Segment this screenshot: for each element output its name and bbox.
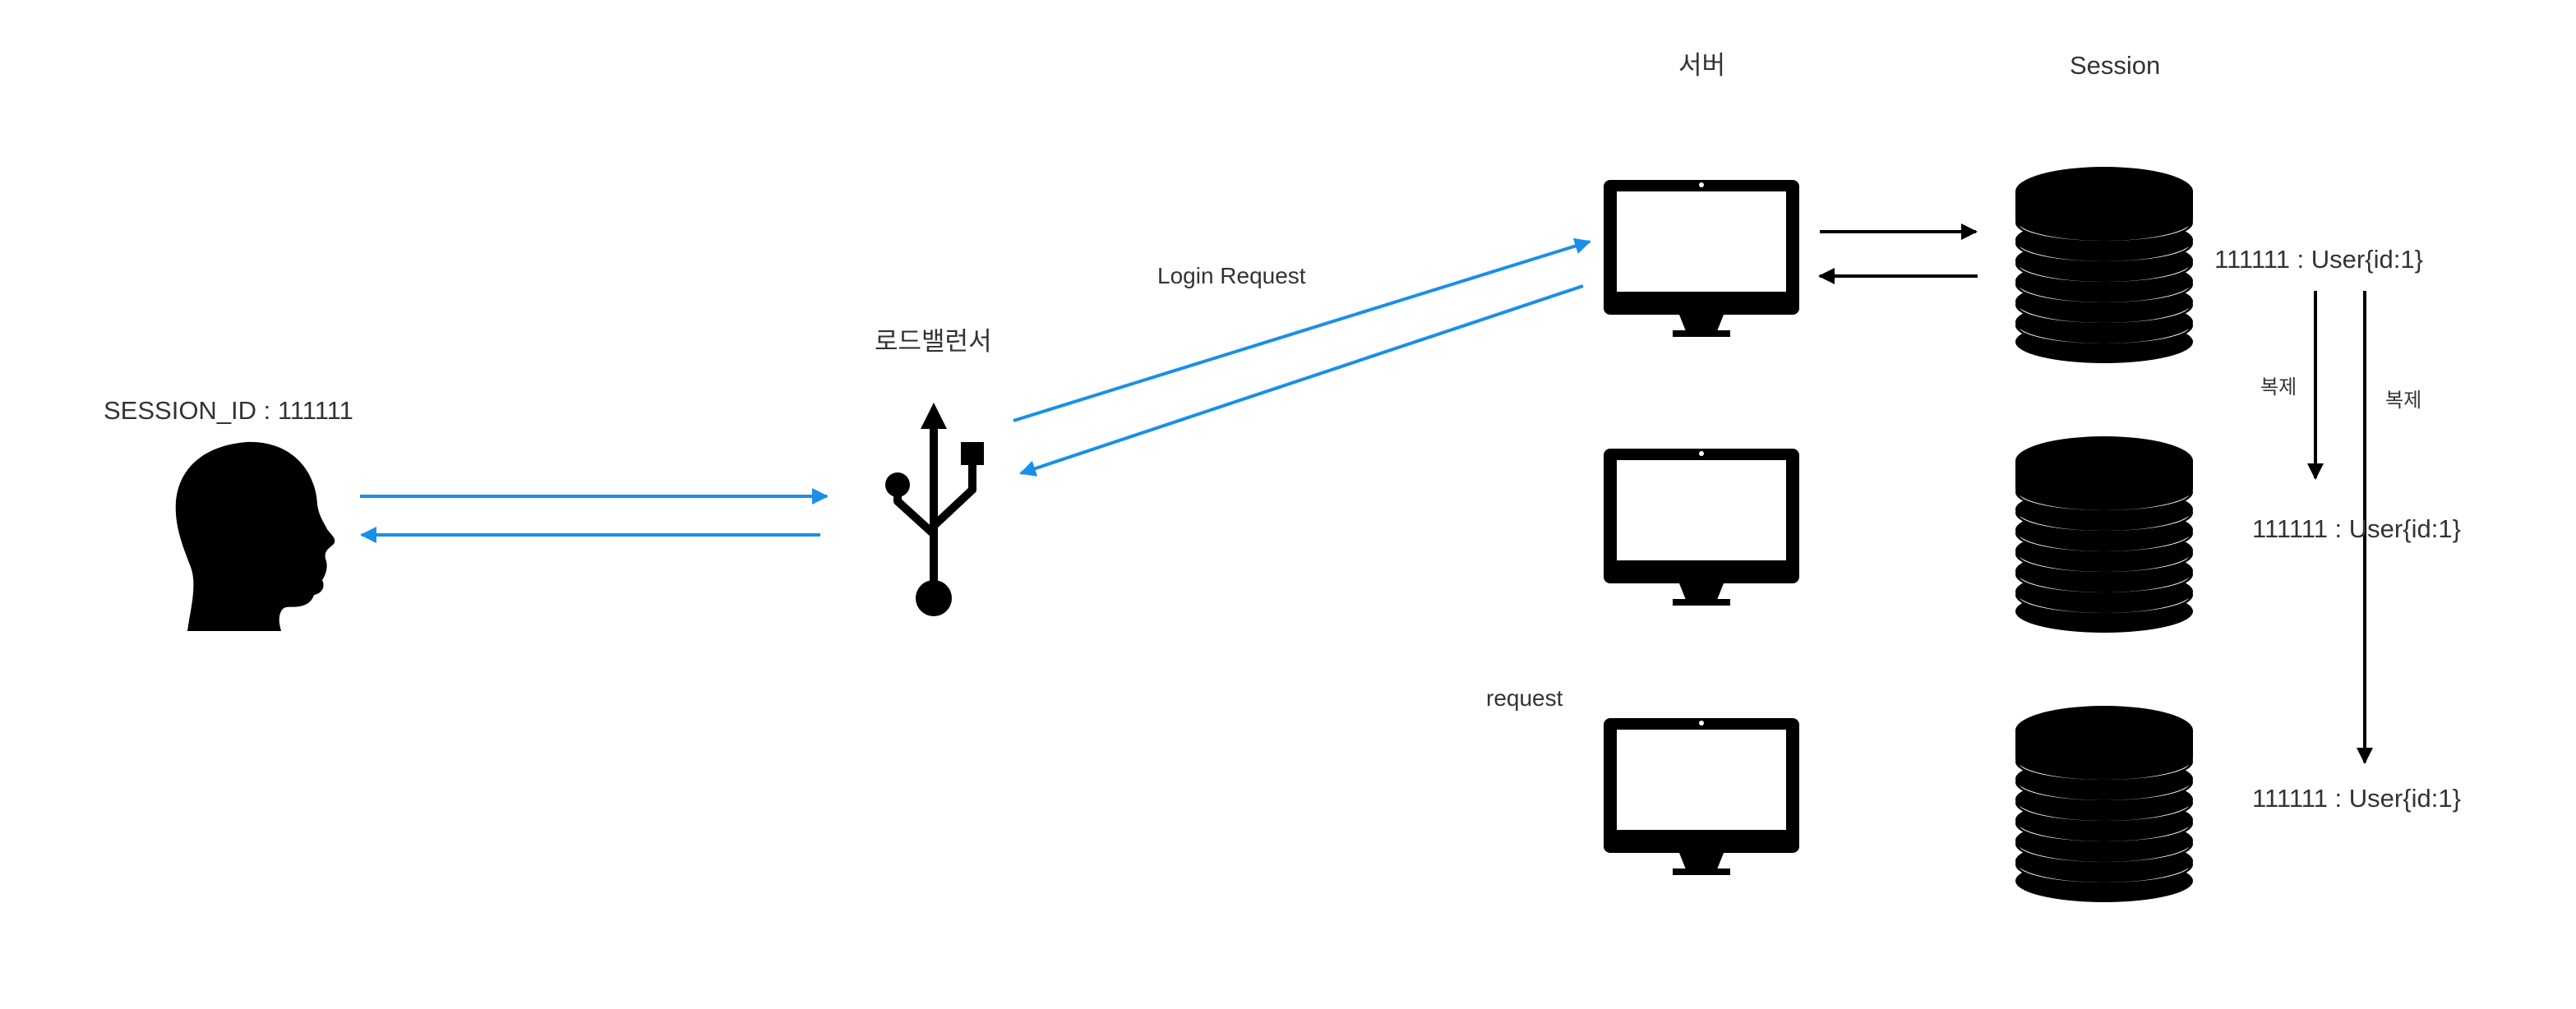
session-entry-2: 111111 : User{id:1}	[2252, 514, 2461, 543]
person-head-icon	[175, 441, 335, 631]
session-database-icon-2	[2015, 436, 2193, 633]
server-header: 서버	[1678, 51, 1726, 80]
server-monitor-icon-2	[1604, 449, 1799, 606]
usb-icon	[885, 403, 984, 616]
replicate-label-2: 복제	[2385, 389, 2422, 412]
session-entry-1: 111111 : User{id:1}	[2214, 245, 2423, 274]
client-session-id-label: SESSION_ID : 111111	[104, 396, 353, 425]
login-request-label: Login Request	[1157, 263, 1306, 288]
session-entry-3: 111111 : User{id:1}	[2252, 784, 2461, 813]
server-monitor-icon-1	[1604, 180, 1799, 337]
load-balancer-label: 로드밸런서	[875, 327, 992, 356]
session-header: Session	[2070, 51, 2161, 80]
replicate-label-1: 복제	[2260, 376, 2297, 399]
lb-to-server-arrow	[1013, 237, 1591, 422]
request-label: request	[1486, 685, 1563, 711]
server-to-lb-arrow	[1019, 284, 1584, 477]
server-monitor-icon-3	[1604, 718, 1799, 875]
session-database-icon-3	[2015, 706, 2193, 902]
session-database-icon-1	[2015, 167, 2193, 363]
